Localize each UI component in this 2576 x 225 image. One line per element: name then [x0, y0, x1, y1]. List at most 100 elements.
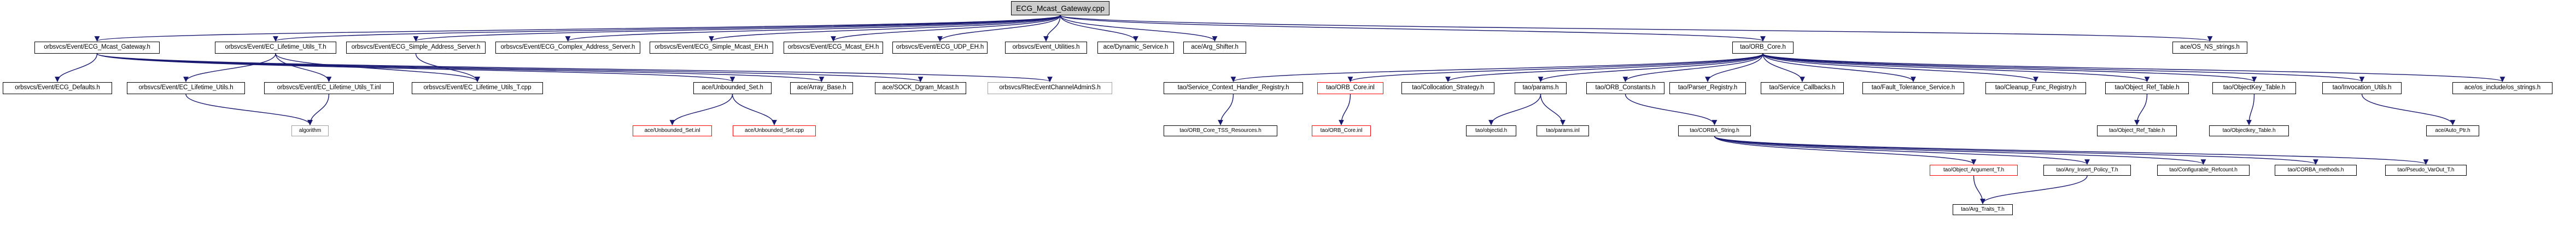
graph-edge	[1714, 136, 2428, 165]
graph-node-tao-object-ref-table-h[interactable]: tao/Object_Ref_Table.h	[2105, 82, 2189, 94]
graph-node-tao-objectkey-table-h[interactable]: tao/Objectkey_Table.h	[2209, 125, 2289, 136]
graph-node-orbsvcs-event-ecg-simple-mcast-eh-h[interactable]: orbsvcs/Event/ECG_Simple_Mcast_EH.h	[650, 42, 773, 54]
graph-node-label: orbsvcs/Event/EC_Lifetime_Utils_T.cpp	[423, 84, 531, 91]
graph-edge	[273, 15, 1061, 42]
graph-node-tao-params-h[interactable]: tao/params.h	[1515, 82, 1567, 94]
graph-node-ace-os-ns-strings-h[interactable]: ace/OS_NS_strings.h	[2172, 42, 2247, 54]
graph-node-tao-collocation-strategy-h[interactable]: tao/Collocation_Strategy.h	[1401, 82, 1494, 94]
graph-node-orbsvcs-event-ec-lifetime-utils-h[interactable]: orbsvcs/Event/EC_Lifetime_Utils.h	[127, 82, 245, 94]
graph-edge	[1762, 53, 1916, 82]
graph-node-ace-dynamic-service-h[interactable]: ace/Dynamic_Service.h	[1097, 42, 1174, 54]
graph-node-label: tao/ObjectKey_Table.h	[2223, 84, 2286, 91]
graph-node-label: ECG_Mcast_Gateway.cpp	[1016, 4, 1105, 13]
graph-node-label: ace/SOCK_Dgram_Mcast.h	[882, 84, 959, 91]
graph-node-label: tao/Fault_Tolerance_Service.h	[1871, 84, 1955, 91]
graph-node-label: tao/Object_Ref_Table.h	[2114, 84, 2180, 91]
graph-node-ace-unbounded-set-cpp[interactable]: ace/Unbounded_Set.cpp	[733, 125, 816, 136]
graph-node-label: tao/Pseudo_VarOut_T.h	[2397, 167, 2455, 173]
graph-node-tao-orb-core-inl[interactable]: tao/ORB_Core.inl	[1317, 82, 1383, 94]
graph-node-label: orbsvcs/RtecEventChannelAdminS.h	[999, 84, 1101, 91]
graph-edge	[1973, 175, 1985, 204]
graph-node-ace-arg-shifter-h[interactable]: ace/Arg_Shifter.h	[1183, 42, 1246, 54]
graph-node-orbsvcs-event-ecg-complex-address-server-h[interactable]: orbsvcs/Event/ECG_Complex_Address_Server…	[495, 42, 640, 54]
graph-node-label: ace/Array_Base.h	[797, 84, 846, 91]
graph-node-label: tao/ORB_Core.h	[1740, 44, 1786, 51]
graph-node-tao-orb-constants-h[interactable]: tao/ORB_Constants.h	[1586, 82, 1664, 94]
graph-node-tao-pseudo-varout-t-h[interactable]: tao/Pseudo_VarOut_T.h	[2385, 165, 2467, 176]
graph-node-label: tao/CORBA_methods.h	[2287, 167, 2344, 173]
graph-node-orbsvcs-event-ec-lifetime-utils-t-cpp[interactable]: orbsvcs/Event/EC_Lifetime_Utils_T.cpp	[412, 82, 543, 94]
graph-edge	[732, 94, 777, 125]
graph-node-tao-corba-methods-h[interactable]: tao/CORBA_methods.h	[2275, 165, 2357, 176]
graph-node-orbsvcs-event-ecg-defaults-h[interactable]: orbsvcs/Event/ECG_Defaults.h	[3, 82, 112, 94]
graph-node-orbsvcs-event-ec-lifetime-utils-t-inl[interactable]: orbsvcs/Event/EC_Lifetime_Utils_T.inl	[264, 82, 394, 94]
graph-node-orbsvcs-event-ecg-simple-address-server-h[interactable]: orbsvcs/Event/ECG_Simple_Address_Server.…	[346, 42, 486, 54]
graph-node-tao-invocation-utils-h[interactable]: tao/Invocation_Utils.h	[2322, 82, 2402, 94]
graph-node-orbsvcs-event-ecg-udp-eh-h[interactable]: orbsvcs/Event/ECG_UDP_EH.h	[892, 42, 988, 54]
graph-edge	[1714, 136, 1977, 165]
graph-edge	[831, 15, 1061, 42]
graph-node-label: tao/Service_Callbacks.h	[1769, 84, 1836, 91]
graph-node-ace-unbounded-set-inl[interactable]: ace/Unbounded_Set.inl	[633, 125, 712, 136]
graph-edge	[1060, 15, 1138, 42]
graph-node-tao-objectid-h[interactable]: tao/objectid.h	[1466, 125, 1516, 136]
graph-node-label: orbsvcs/Event/ECG_Simple_Address_Server.…	[351, 44, 481, 51]
graph-node-tao-fault-tolerance-service-h[interactable]: tao/Fault_Tolerance_Service.h	[1862, 82, 1964, 94]
graph-node-orbsvcs-event-ec-lifetime-utils-t-h[interactable]: orbsvcs/Event/EC_Lifetime_Utils_T.h	[215, 42, 336, 54]
graph-node-algorithm[interactable]: algorithm	[291, 125, 329, 136]
graph-edge	[1714, 136, 2090, 165]
graph-edge	[1538, 53, 1763, 82]
graph-node-ace-unbounded-set-h[interactable]: ace/Unbounded_Set.h	[693, 82, 772, 94]
graph-node-label: ace/os_include/os_strings.h	[2464, 84, 2541, 91]
graph-node-tao-any-insert-policy-t-h[interactable]: tao/Any_Insert_Policy_T.h	[2043, 165, 2131, 176]
graph-node-tao-configurable-refcount-h[interactable]: tao/Configurable_Refcount.h	[2157, 165, 2250, 176]
graph-node-tao-orb-core-tss-resources-h[interactable]: tao/ORB_Core_TSS_Resources.h	[1164, 125, 1277, 136]
graph-node-orbsvcs-rteceventchanneladmins-h[interactable]: orbsvcs/RtecEventChannelAdminS.h	[988, 82, 1112, 94]
graph-node-label: ace/Unbounded_Set.inl	[644, 128, 700, 134]
graph-edge	[2246, 94, 2255, 125]
graph-node-tao-params-inl[interactable]: tao/params.inl	[1537, 125, 1589, 136]
graph-node-tao-orb-core-inl[interactable]: tao/ORB_Core.inl	[1312, 125, 1371, 136]
graph-node-label: ace/OS_NS_strings.h	[2180, 44, 2240, 51]
graph-node-label: tao/Service_Context_Handler_Registry.h	[1177, 84, 1289, 91]
graph-node-tao-corba-string-h[interactable]: tao/CORBA_String.h	[1678, 125, 1751, 136]
graph-node-label: tao/objectid.h	[1475, 128, 1508, 134]
graph-node-orbsvcs-event-ecg-mcast-gateway-h[interactable]: orbsvcs/Event/ECG_Mcast_Gateway.h	[34, 42, 160, 54]
graph-edge	[183, 53, 276, 82]
graph-edge	[275, 53, 480, 82]
graph-node-label: tao/ORB_Core.inl	[1326, 84, 1375, 91]
graph-node-ace-os-include-os-strings-h[interactable]: ace/os_include/os_strings.h	[2452, 82, 2552, 94]
graph-node-tao-objectkey-table-h[interactable]: tao/ObjectKey_Table.h	[2212, 82, 2296, 94]
graph-node-label: tao/Object_Argument_T.h	[1943, 167, 2005, 173]
graph-node-ecg-mcast-gateway-cpp[interactable]: ECG_Mcast_Gateway.cpp	[1011, 1, 1109, 15]
graph-edge	[307, 94, 330, 125]
graph-node-ace-array-base-h[interactable]: ace/Array_Base.h	[790, 82, 853, 94]
graph-node-orbsvcs-event-utilities-h[interactable]: orbsvcs/Event_Utilities.h	[1005, 42, 1087, 54]
graph-node-ace-sock-dgram-mcast-h[interactable]: ace/SOCK_Dgram_Mcast.h	[875, 82, 966, 94]
graph-node-label: orbsvcs/Event/ECG_Mcast_Gateway.h	[44, 44, 150, 51]
graph-edge	[937, 15, 1061, 42]
graph-edge	[1339, 94, 1351, 125]
graph-node-label: orbsvcs/Event/ECG_Defaults.h	[15, 84, 100, 91]
graph-node-label: tao/ORB_Core.inl	[1320, 128, 1363, 134]
graph-edge	[1705, 53, 1763, 82]
graph-node-label: ace/Auto_Ptr.h	[2435, 128, 2470, 134]
graph-node-tao-object-argument-t-h[interactable]: tao/Object_Argument_T.h	[1930, 165, 2018, 176]
graph-node-tao-service-context-handler-registry-h[interactable]: tao/Service_Context_Handler_Registry.h	[1164, 82, 1303, 94]
graph-node-tao-parser-registry-h[interactable]: tao/Parser_Registry.h	[1669, 82, 1746, 94]
graph-node-tao-object-ref-table-h[interactable]: tao/Object_Ref_Table.h	[2097, 125, 2177, 136]
graph-edge	[669, 94, 733, 125]
graph-node-tao-orb-core-h[interactable]: tao/ORB_Core.h	[1732, 42, 1794, 54]
graph-node-tao-arg-traits-t-h[interactable]: tao/Arg_Traits_T.h	[1953, 204, 2013, 215]
graph-edge	[1622, 53, 1763, 82]
graph-edge	[1762, 53, 2150, 82]
graph-node-label: tao/CORBA_String.h	[1690, 128, 1739, 134]
graph-node-label: tao/params.h	[1522, 84, 1559, 91]
graph-node-orbsvcs-event-ecg-mcast-eh-h[interactable]: orbsvcs/Event/ECG_Mcast_EH.h	[784, 42, 883, 54]
graph-edge	[1762, 53, 1805, 82]
graph-node-ace-auto-ptr-h[interactable]: ace/Auto_Ptr.h	[2426, 125, 2479, 136]
graph-node-tao-service-callbacks-h[interactable]: tao/Service_Callbacks.h	[1761, 82, 1844, 94]
graph-node-tao-cleanup-func-registry-h[interactable]: tao/Cleanup_Func_Registry.h	[1985, 82, 2086, 94]
graph-node-label: algorithm	[299, 128, 322, 134]
graph-node-label: orbsvcs/Event/ECG_Simple_Mcast_EH.h	[655, 44, 768, 51]
